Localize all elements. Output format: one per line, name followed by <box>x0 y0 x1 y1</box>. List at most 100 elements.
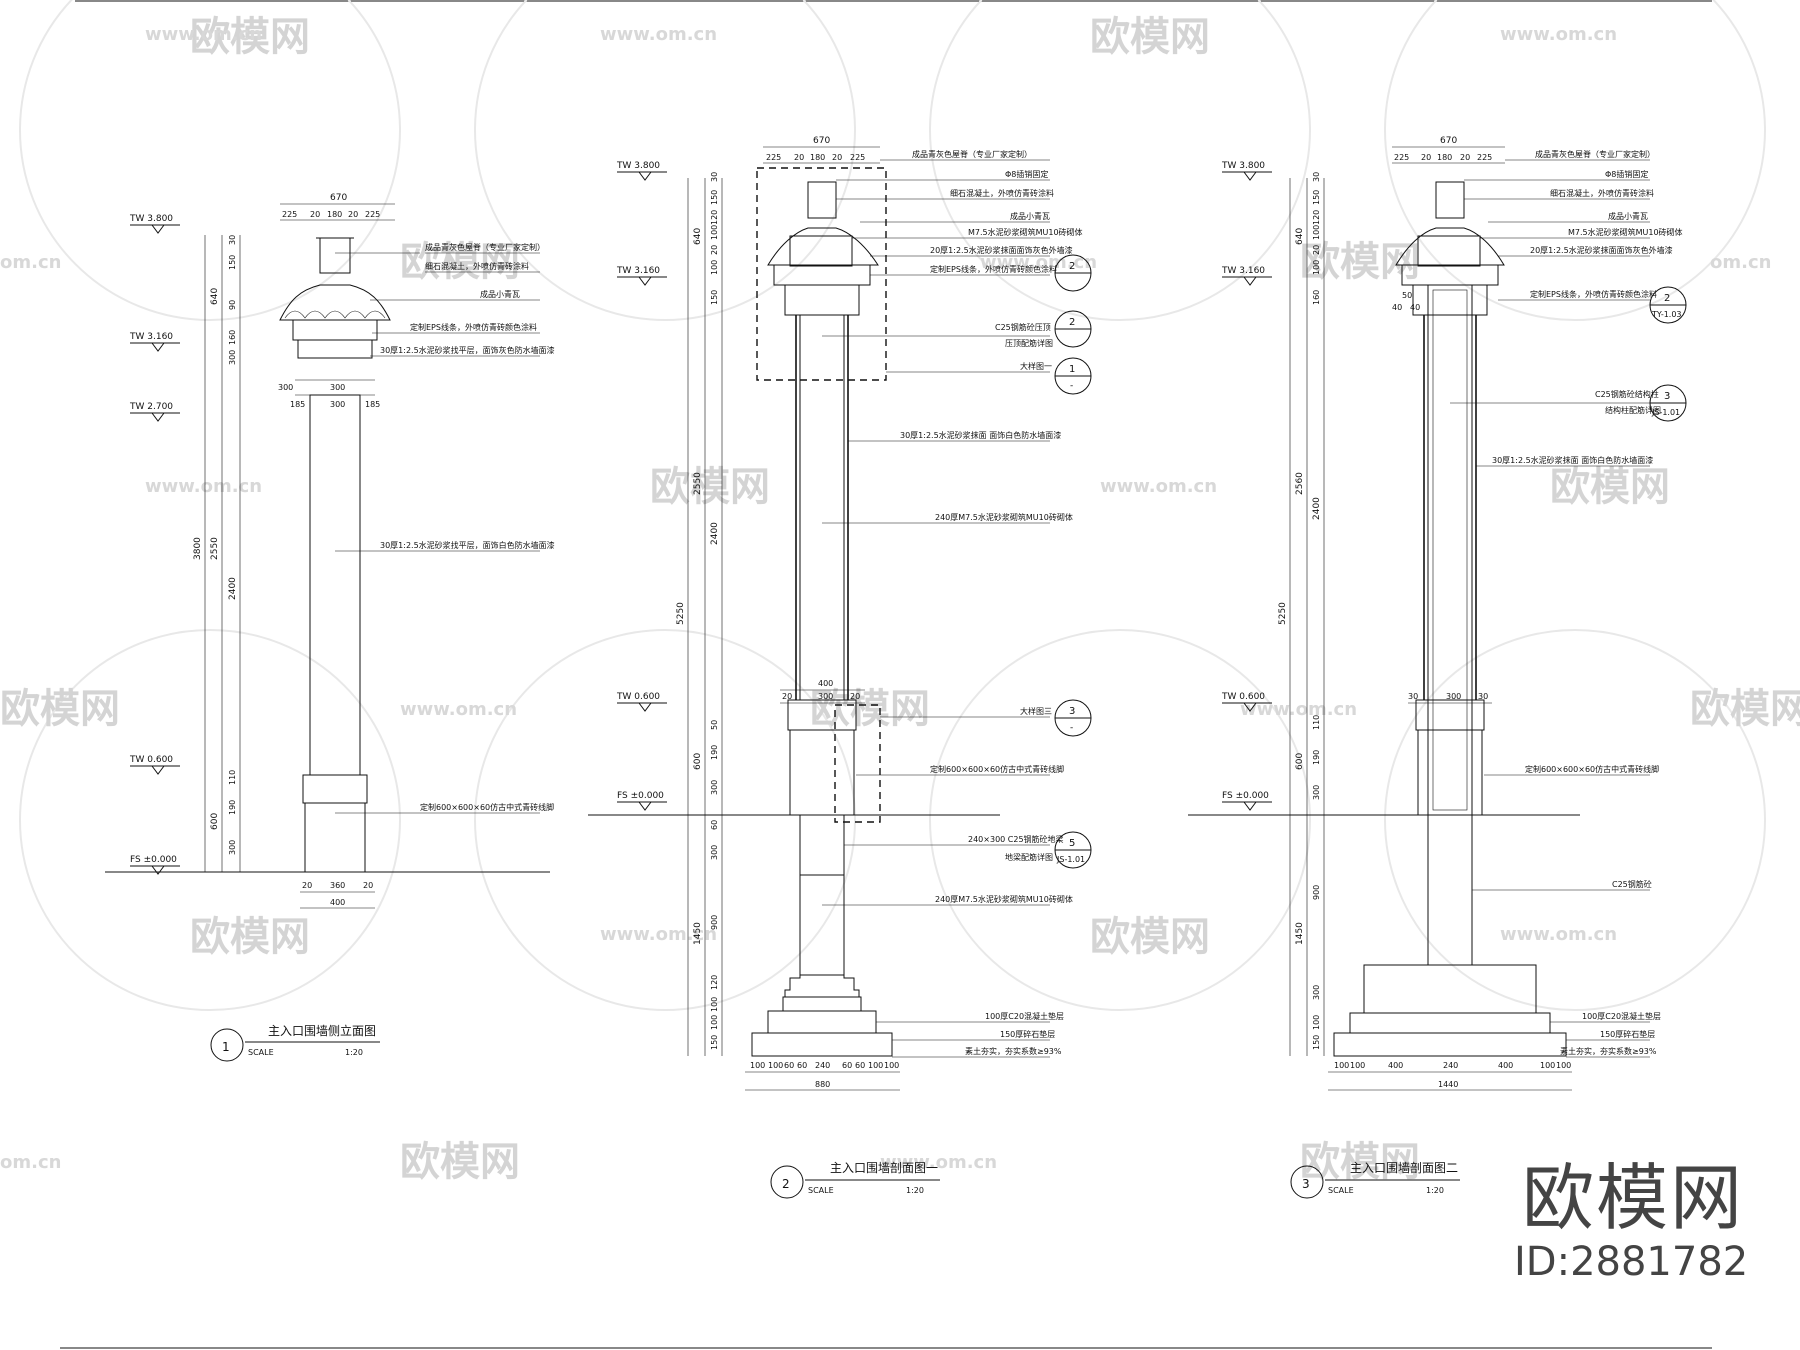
note: C25钢筋砼结构柱 <box>1595 389 1659 399</box>
dim-label: 100 <box>710 260 719 275</box>
watermark-logo-fragment: 欧模网 <box>0 686 120 732</box>
dim-label: 600 <box>210 813 220 830</box>
dim-label: 5250 <box>1278 602 1288 625</box>
dim-label: 300 <box>1312 785 1321 800</box>
dim-label: 160 <box>228 330 237 345</box>
dim-label: 670 <box>1440 136 1457 146</box>
level-label: TW 0.600 <box>1221 692 1265 702</box>
dim-label: 50 <box>1402 291 1412 300</box>
note: 成品小青瓦 <box>1608 211 1648 221</box>
dim-label: 100 <box>1556 1061 1571 1070</box>
watermark-layer: 欧模网 www.om.cn www.om.cn 欧模网 www.om.cn om… <box>0 0 1800 1185</box>
dim-label: 120 <box>710 975 719 990</box>
note: 240厚M7.5水泥砂浆砌筑MU10砖砌体 <box>935 894 1073 904</box>
note: 240厚M7.5水泥砂浆砌筑MU10砖砌体 <box>935 512 1073 522</box>
dim-label: 240 <box>1443 1061 1458 1070</box>
dim-label: 50 <box>710 720 719 730</box>
drawing-number: 2 <box>782 1177 790 1191</box>
dim-label: 2400 <box>710 522 720 545</box>
watermark-logo: 欧模网 <box>400 1139 520 1185</box>
mid-dimensions: 30 300 30 50 40 40 <box>1392 291 1492 704</box>
drawing-number: 3 <box>1302 1177 1310 1191</box>
bottom-dimensions: 100 100 60 60 240 60 60 100 100 880 <box>745 1061 900 1091</box>
drawing-title: 2 主入口围墙剖面图一 SCALE 1:20 <box>770 1161 940 1199</box>
dim-label: 300 <box>1312 985 1321 1000</box>
dim-label: 1450 <box>1295 922 1305 945</box>
dim-label: 185 <box>365 400 380 409</box>
dim-label: 150 <box>710 1035 719 1050</box>
detail-callouts: 2 TY-1.03 3 JS-1.01 <box>1649 286 1687 422</box>
note: 定制EPS线条，外喷仿青砖颜色涂料 <box>930 264 1057 274</box>
level-label: FS ±0.000 <box>130 855 177 865</box>
dim-label: 20 <box>710 245 719 255</box>
watermark-logo: 欧模网 <box>1300 1139 1420 1185</box>
note: 细石混凝土，外喷仿青砖涂料 <box>1550 188 1654 198</box>
watermark-url-fragment: om.cn <box>0 252 61 273</box>
dim-label: 225 <box>766 153 781 162</box>
dim-label: 100 <box>1334 1061 1349 1070</box>
callout-top: 3 <box>1664 391 1670 402</box>
leader-notes: 成品青灰色屋脊（专业厂家定制） Φ8插销固定 细石混凝土，外喷仿青砖涂料 成品小… <box>822 149 1083 1058</box>
note: 细石混凝土，外喷仿青砖涂料 <box>950 188 1054 198</box>
scale-label: SCALE <box>1328 1186 1354 1195</box>
section-body <box>1333 181 1567 1057</box>
top-dimensions: 670 225 20 180 20 225 <box>280 193 395 221</box>
dim-label: 20 <box>1421 153 1431 162</box>
note: 地梁配筋详图 <box>1005 852 1053 862</box>
detail-box-1 <box>756 167 887 381</box>
watermark-url-fragment: om.cn <box>0 1152 61 1173</box>
watermark-logo: 欧模网 <box>650 464 770 510</box>
dim-label: 2550 <box>210 537 220 560</box>
drawing-title-text: 主入口围墙侧立面图 <box>268 1023 376 1038</box>
callout-top: 3 <box>1069 706 1075 717</box>
callout-top: 5 <box>1069 838 1075 849</box>
callout-bottom: - <box>1070 381 1073 391</box>
note: 240×300 C25钢筋砼地梁 <box>968 834 1064 844</box>
bottom-dimensions: 20 360 20 400 <box>300 881 375 909</box>
dim-label: 60 <box>797 1061 807 1070</box>
dim-label: 640 <box>693 228 703 245</box>
note: 20厚1:2.5水泥砂浆抹面面饰灰色外墙漆 <box>1530 245 1673 255</box>
watermark-logo-fragment: 欧模网 <box>1690 686 1800 732</box>
dim-label: 880 <box>815 1080 830 1089</box>
dim-label: 100 <box>710 1015 719 1030</box>
dim-label: 90 <box>228 300 237 310</box>
dim-label: 190 <box>710 745 719 760</box>
dim-label: 110 <box>228 770 237 785</box>
dim-label: 300 <box>228 350 237 365</box>
leader-notes: 成品青灰色屋脊（专业厂家定制） 细石混凝土，外喷仿青砖涂料 成品小青瓦 定制EP… <box>335 242 555 814</box>
dim-label: 225 <box>850 153 865 162</box>
dim-label: 20 <box>310 210 320 219</box>
section-body <box>751 167 893 1057</box>
dim-label: 190 <box>1312 750 1321 765</box>
watermark-logo: 欧模网 <box>1550 464 1670 510</box>
level-label: TW 3.160 <box>129 332 173 342</box>
note: Φ8插销固定 <box>1005 169 1048 179</box>
dim-label: 20 <box>363 881 373 890</box>
dim-label: 1450 <box>693 922 703 945</box>
dim-label: 240 <box>815 1061 830 1070</box>
dim-label: 120 <box>710 210 719 225</box>
drawing-number: 1 <box>222 1040 230 1054</box>
dim-label: 2400 <box>228 577 238 600</box>
dim-label: 120 <box>1312 210 1321 225</box>
callout-top: 2 <box>1069 261 1075 272</box>
note: 20厚1:2.5水泥砂浆抹面面饰灰色外墙漆 <box>930 245 1073 255</box>
dim-label: 1440 <box>1438 1080 1458 1089</box>
level-label: FS ±0.000 <box>1222 791 1269 801</box>
mid-dimensions: 300 300 185 300 185 <box>278 383 380 409</box>
dim-label: 5250 <box>676 602 686 625</box>
dim-label: 150 <box>1312 1035 1321 1050</box>
detail-callouts: 2 2 1 - 3 - 5 JS-1.01 <box>1054 254 1092 869</box>
watermark-logo: 欧模网 <box>190 914 310 960</box>
scale-label: SCALE <box>248 1048 274 1057</box>
dim-label: 670 <box>813 136 830 146</box>
note: 压顶配筋详图 <box>1005 338 1053 348</box>
watermark-logo: 欧模网 <box>400 239 520 285</box>
dim-label: 100 <box>710 997 719 1012</box>
dim-label: 60 <box>855 1061 865 1070</box>
dim-label: 20 <box>782 692 792 701</box>
watermark-url: www.om.cn <box>980 252 1097 273</box>
dim-label: 100 <box>750 1061 765 1070</box>
